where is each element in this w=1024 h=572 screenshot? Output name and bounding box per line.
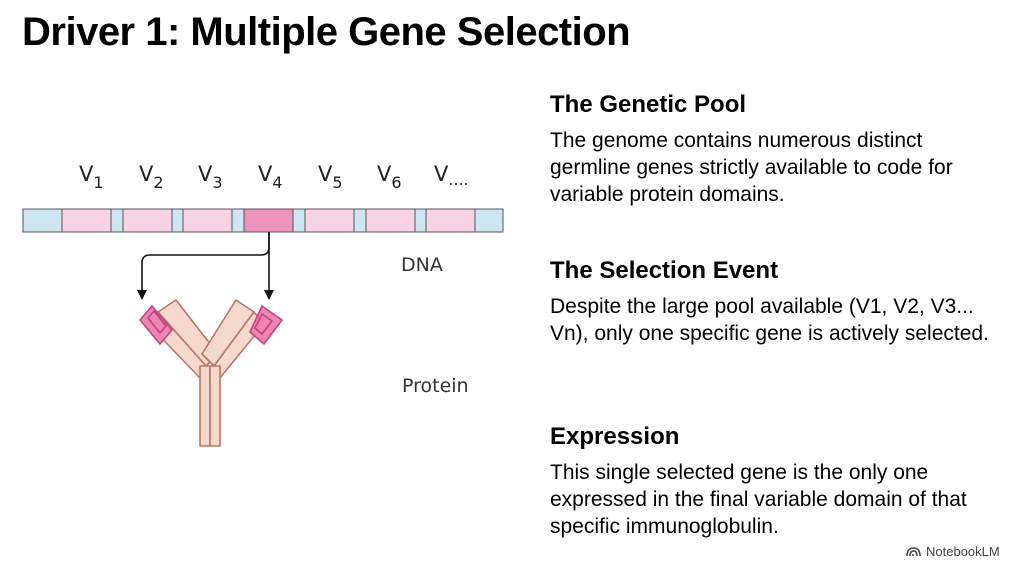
gene-segment-v4 bbox=[243, 208, 294, 233]
gene-segment-v2 bbox=[122, 208, 173, 233]
section-heading: The Selection Event bbox=[550, 257, 779, 284]
section-body: This single selected gene is the only on… bbox=[550, 461, 967, 538]
antibody-protein bbox=[138, 299, 284, 447]
gene-labels: V1 V2 V3 V4 V5 V6 V.... bbox=[79, 162, 469, 192]
watermark-text: NotebookLM bbox=[926, 544, 1000, 559]
gene-label-v2: V2 bbox=[139, 162, 164, 192]
dna-strand bbox=[22, 208, 504, 233]
gene-segment-v1 bbox=[61, 208, 112, 233]
section-genetic-pool: The Genetic Pool The genome contains num… bbox=[550, 90, 1000, 208]
gene-segment-v3 bbox=[182, 208, 233, 233]
antibody-stem-right bbox=[209, 365, 221, 447]
gene-label-v5: V5 bbox=[318, 162, 343, 192]
variable-domain-right-inner bbox=[254, 312, 274, 336]
gene-segment-vn bbox=[425, 208, 476, 233]
left-arrow bbox=[137, 232, 270, 300]
notebooklm-watermark: NotebookLM bbox=[906, 544, 1000, 559]
notebooklm-logo-icon bbox=[906, 547, 921, 557]
gene-label-v3: V3 bbox=[198, 162, 223, 192]
section-body: Despite the large pool available (V1, V2… bbox=[550, 295, 989, 345]
selection-arrows bbox=[137, 232, 274, 300]
gene-selection-diagram: V1 V2 V3 V4 V5 V6 V.... DNA bbox=[22, 162, 504, 447]
section-heading: The Genetic Pool bbox=[550, 91, 747, 118]
protein-label: Protein bbox=[402, 375, 469, 397]
gene-label-v1: V1 bbox=[79, 162, 104, 192]
variable-domain-left-inner bbox=[146, 309, 168, 335]
section-body: The genome contains numerous distinct ge… bbox=[550, 129, 953, 206]
dna-label: DNA bbox=[401, 254, 443, 276]
gene-segment-v6 bbox=[365, 208, 416, 233]
antibody-stem-left bbox=[199, 365, 211, 447]
gene-label-v4: V4 bbox=[258, 162, 283, 192]
gene-segment-v5 bbox=[304, 208, 355, 233]
gene-label-v6: V6 bbox=[377, 162, 402, 192]
section-heading: Expression bbox=[550, 423, 680, 450]
page-title: Driver 1: Multiple Gene Selection bbox=[22, 10, 631, 54]
section-selection-event: The Selection Event Despite the large po… bbox=[550, 256, 1000, 347]
section-expression: Expression This single selected gene is … bbox=[550, 422, 1000, 540]
gene-label-vn: V.... bbox=[434, 162, 469, 189]
